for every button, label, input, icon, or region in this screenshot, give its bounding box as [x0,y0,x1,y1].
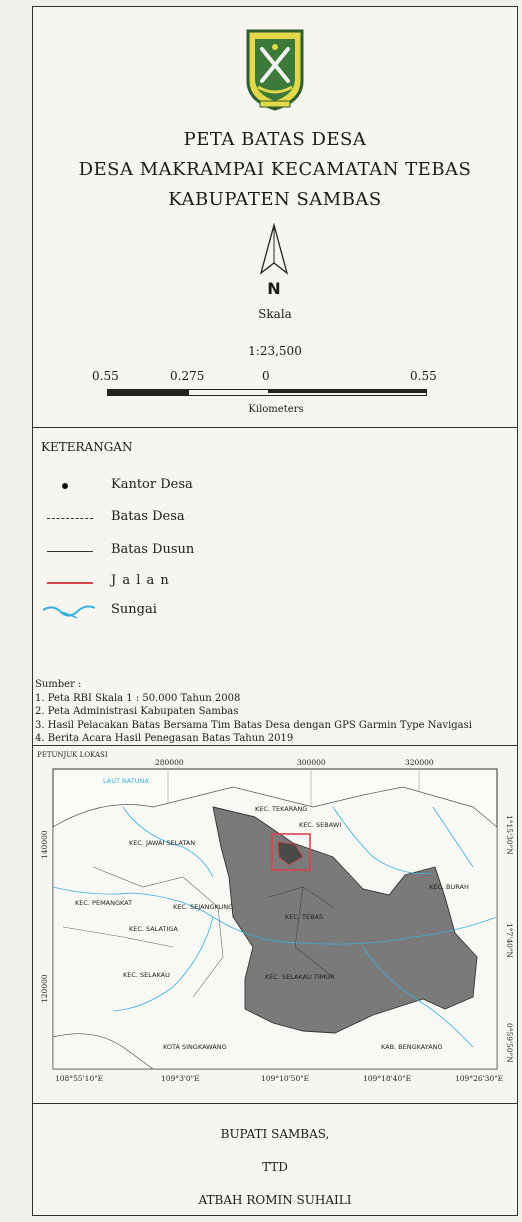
place-label: KAB. BENGKAYANG [381,1043,443,1051]
sources-block: Sumber : 1. Peta RBI Skala 1 : 50.000 Ta… [35,678,517,746]
source-item: 1. Peta RBI Skala 1 : 50.000 Tahun 2008 [35,692,241,704]
divider [33,427,517,428]
village-highlight [271,833,311,871]
bottom-coord: 109°3'0"E [161,1074,200,1083]
place-label: KEC. SELAKAU [123,971,170,979]
bottom-coord: 109°26'30"E [455,1074,503,1083]
top-coord: 320000 [405,758,434,767]
location-map: PETUNJUK LOKASI 280000 300000 320000 140… [33,747,519,1103]
location-map-svg: PETUNJUK LOKASI 280000 300000 320000 140… [37,751,514,1083]
scale-bar: 0.55 0.275 0 0.55 Kilometers [33,369,519,419]
scale-tick-4: 0.55 [410,369,437,383]
right-coord: 1°7'40"N [505,923,514,958]
title-line-3: KABUPATEN SAMBAS [168,189,382,210]
bottom-coord: 109°18'40"E [363,1074,411,1083]
scale-unit: Kilometers [248,404,304,415]
right-coord: 0°59'50"N [505,1023,514,1063]
divider [33,1103,517,1104]
place-label: KEC. TEBAS [285,913,323,921]
source-item: 4. Berita Acara Hasil Penegasan Batas Ta… [35,733,294,744]
place-label: KEC. SELAKAU TIMUR [265,973,335,981]
source-item: 3. Hasil Pelacakan Batas Bersama Tim Bat… [35,719,472,731]
place-label: KEC. BURAH [429,883,469,891]
left-coord: 120000 [40,974,49,1003]
place-label: KEC. SALATIGA [129,925,178,933]
dashed-line-icon [47,518,93,519]
regency-emblem [242,27,308,111]
north-arrow-icon [259,222,289,275]
scale-tick-2: 0.275 [170,369,205,383]
solid-line-icon [47,551,93,552]
scale-tick-1: 0.55 [92,369,119,383]
river-icon [42,605,96,619]
scale-ratio: 1:23,500 [248,344,302,358]
sources-heading: Sumber : [35,679,82,690]
bottom-coord: 109°10'50"E [261,1074,309,1083]
location-map-heading: PETUNJUK LOKASI [37,751,108,759]
place-label: KOTA SINGKAWANG [163,1043,227,1051]
scale-tick-3: 0 [262,369,270,383]
source-item: 2. Peta Administrasi Kabupaten Sambas [35,706,239,717]
road-line-icon [47,582,93,584]
dot-icon [62,483,68,489]
top-coord: 300000 [297,758,326,767]
left-coord: 140000 [40,830,49,859]
map-title: PETA BATAS DESA DESA MAKRAMPAI KECAMATAN… [33,125,517,215]
divider [33,745,517,746]
title-line-2: DESA MAKRAMPAI KECAMATAN TEBAS [78,159,472,180]
place-label: KEC. TEKARANG [255,805,307,813]
place-label: KEC. JAWAI SELATAN [129,839,195,847]
place-label: KEC. SEJANGKUNG [173,903,233,911]
north-arrow: N [257,222,291,299]
north-label: N [267,279,281,298]
signature-name: ATBAH ROMIN SUHAILI [198,1193,352,1207]
map-sheet: PETA BATAS DESA DESA MAKRAMPAI KECAMATAN… [32,6,518,1216]
place-label: KEC. PEMANGKAT [75,899,132,907]
signature-ttd: TTD [262,1160,288,1174]
legend-heading: KETERANGAN [41,440,133,454]
right-coord: 1°15'30"N [505,815,514,855]
signature-office: BUPATI SAMBAS, [220,1127,330,1141]
title-line-1: PETA BATAS DESA [183,129,367,150]
place-label: LAUT NATUNA [103,777,149,785]
bottom-coord: 108°55'10"E [55,1074,103,1083]
scale-label: Skala [258,307,292,321]
top-coord: 280000 [155,758,184,767]
place-label: KEC. SEBAWI [299,821,341,829]
